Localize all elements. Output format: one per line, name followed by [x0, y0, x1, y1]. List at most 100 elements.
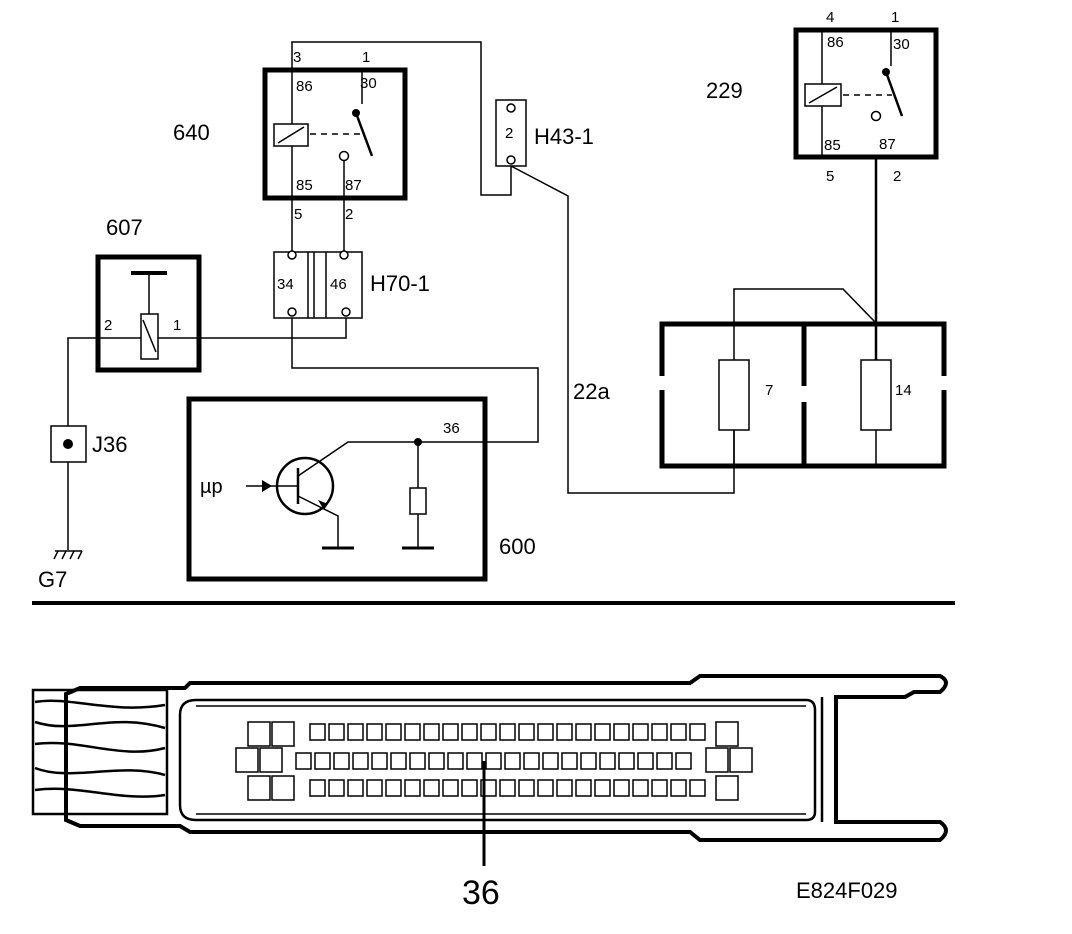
connector-pin-cell	[352, 752, 369, 770]
connector-pin-cell	[537, 779, 554, 797]
connector-pin-cell	[428, 752, 445, 770]
connector-large-cell	[247, 775, 271, 801]
component-607-pin-left: 2	[104, 317, 112, 334]
j36-id: J36	[92, 432, 127, 457]
connector-pin-cell	[442, 723, 459, 741]
relay-640-pin-top-right: 1	[362, 49, 370, 66]
component-607-element-diag	[142, 319, 157, 353]
relay-640-body	[262, 67, 408, 201]
connector-pin-cell	[485, 752, 502, 770]
ecu-600-emitter-arrow	[318, 500, 328, 510]
connector-pin-cell	[670, 779, 687, 797]
connector-pin-cell	[504, 752, 521, 770]
connector-large-cell	[271, 721, 295, 747]
connector-large-cell	[271, 775, 295, 801]
connector-pin-cells	[235, 721, 753, 801]
connector-pin-cell	[404, 779, 421, 797]
ecu-600-id: 600	[499, 534, 536, 559]
connector-large-cell	[715, 775, 739, 801]
connector-pin-cell	[385, 723, 402, 741]
relay-640-pin-bottom-left: 5	[294, 206, 302, 223]
ecu-600-body	[186, 396, 488, 582]
connector-pin-cell	[423, 723, 440, 741]
relay-229-pin-bottom-left: 5	[826, 168, 834, 185]
h70-1-pin-right: 46	[330, 276, 347, 293]
h70-1-body	[273, 251, 363, 319]
relay-640-switch-arm	[354, 112, 374, 157]
wire-h70-607	[198, 312, 347, 339]
connector-pin-cell	[675, 752, 692, 770]
fuse-14	[860, 359, 892, 431]
fuse-7-label: 7	[765, 382, 773, 399]
relay-640-term-85: 85	[296, 177, 313, 194]
component-607-pin-right: 1	[173, 317, 181, 334]
ecu-600: 36 µp 600	[186, 396, 536, 582]
relay-640-pin-bottom-right: 2	[345, 206, 353, 223]
relay-640-term-30: 30	[360, 75, 377, 92]
connector-pin-cell	[618, 752, 635, 770]
connector-large-cell	[247, 721, 271, 747]
connector-pin-cell	[556, 723, 573, 741]
connector-pin-cell	[580, 752, 597, 770]
relay-640-pivot	[352, 109, 360, 117]
relay-229-pin-top-right: 1	[891, 9, 899, 26]
connector-pin-cell	[371, 752, 388, 770]
connector-h70-1: 34 46 H70-1	[273, 250, 430, 319]
connector-pin-cell	[561, 752, 578, 770]
connector-pin-cell	[651, 723, 668, 741]
relay-229-coil-diag	[808, 86, 838, 104]
component-607: 2 1 607	[95, 215, 202, 373]
connector-pin-cell	[390, 752, 407, 770]
connector-pin-cell	[442, 779, 459, 797]
connector-pin-cell	[328, 779, 345, 797]
cable-strand-2	[34, 720, 166, 730]
connector-pin-cell	[575, 723, 592, 741]
h43-1-id: H43-1	[534, 124, 594, 149]
h70-1-pin-34-bottom	[287, 307, 297, 317]
relay-229-pin-bottom-right: 2	[893, 168, 901, 185]
component-607-body	[95, 254, 202, 373]
connector-pin-cell	[594, 723, 611, 741]
component-607-id: 607	[106, 215, 143, 240]
h43-1-pin-top	[506, 103, 516, 113]
connector-pin-cell	[632, 723, 649, 741]
connector-pin-cell	[499, 779, 516, 797]
relay-229-term-30: 30	[893, 36, 910, 53]
connector-pin-cell	[537, 723, 554, 741]
connector-pin-cell	[309, 723, 326, 741]
pin-36-callout: 36	[462, 874, 500, 912]
connector-housing	[64, 674, 948, 842]
connector-pin-cell	[447, 752, 464, 770]
relay-640-coil-diag	[277, 126, 305, 144]
connector-pin-cell	[347, 723, 364, 741]
relay-229-term-87: 87	[879, 136, 896, 153]
connector-pin-cell	[366, 779, 383, 797]
cable-strand-3	[34, 741, 166, 753]
connector-pin-cell	[333, 752, 350, 770]
cable-strand-1	[34, 699, 166, 709]
wire-h70-ecu	[291, 312, 539, 443]
ecu-connector: 36	[31, 674, 948, 912]
ground-g7: G7	[38, 550, 83, 592]
connector-large-cell	[715, 721, 739, 747]
relay-229-term-86: 86	[827, 34, 844, 51]
fusebox: 7 14	[659, 321, 947, 469]
relay-229: 86 30 85 87 4 1 5 2 229	[706, 9, 939, 185]
connector-pin-cell	[499, 723, 516, 741]
connector-pin-cell	[542, 752, 559, 770]
connector-large-cell	[259, 747, 283, 773]
h70-1-pin-34-top	[287, 250, 297, 260]
connector-pin-cell	[518, 723, 535, 741]
h70-1-pin-left: 34	[277, 276, 294, 293]
connector-pin-cell	[423, 779, 440, 797]
relay-229-pin-top-left: 4	[826, 9, 834, 26]
ecu-600-pin-label: 36	[443, 420, 460, 437]
cable-strand-5	[34, 787, 166, 798]
relay-640: 86 30 85 87 3 1 5 2 640	[173, 49, 408, 223]
fuse-14-label: 14	[895, 382, 912, 399]
connector-h43-1: 2 H43-1	[495, 99, 594, 167]
connector-pin-cell	[556, 779, 573, 797]
connector-pin-cell	[523, 752, 540, 770]
connector-pin-cell	[347, 779, 364, 797]
